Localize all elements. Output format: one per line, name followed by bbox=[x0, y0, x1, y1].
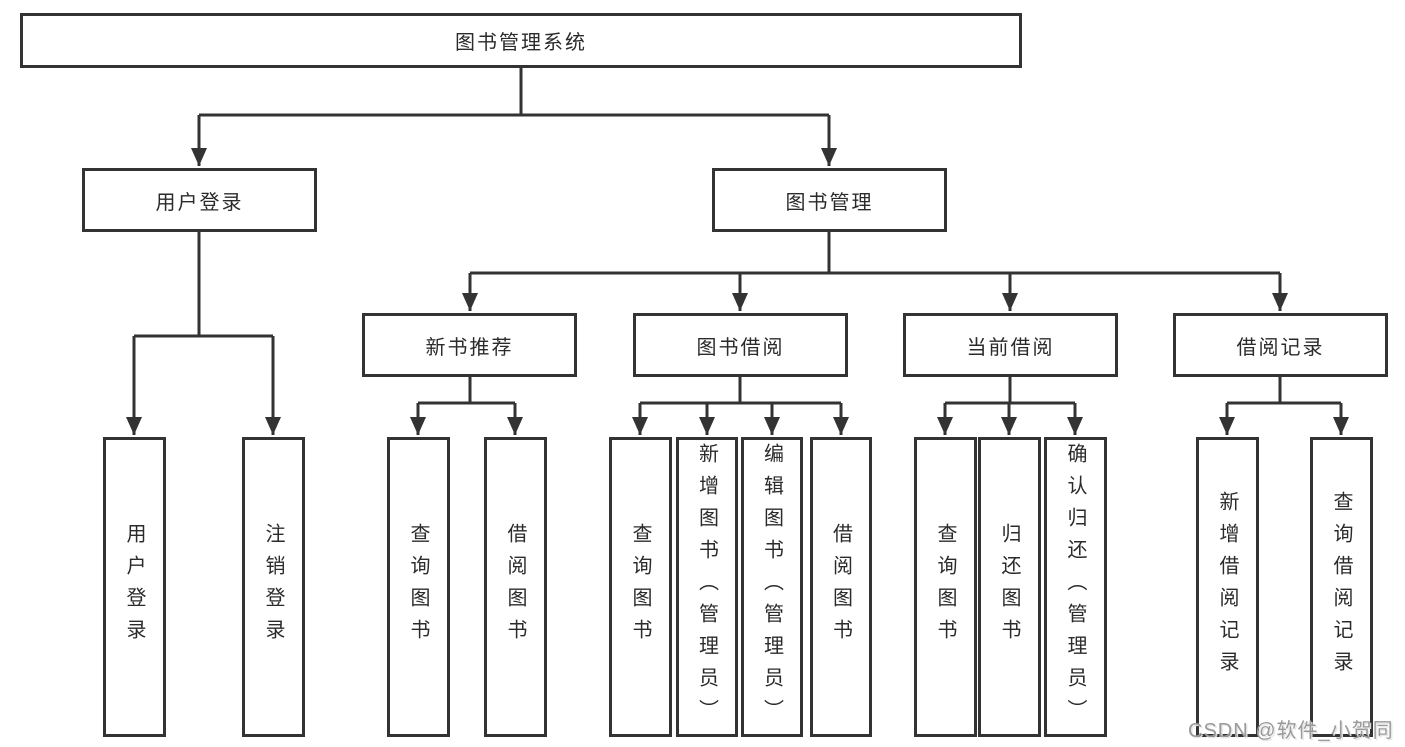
leaf-borrow-book-recommend: 借阅图书 bbox=[484, 437, 547, 737]
node-book-management: 图书管理 bbox=[712, 168, 947, 232]
node-borrow-record: 借阅记录 bbox=[1173, 313, 1388, 377]
leaf-user-login: 用户登录 bbox=[103, 437, 166, 737]
leaf-add-book-admin: 新增图书（管理员） bbox=[676, 437, 738, 737]
leaf-return-book: 归还图书 bbox=[978, 437, 1041, 737]
leaf-confirm-return-admin: 确认归还（管理员） bbox=[1044, 437, 1107, 737]
node-root-system: 图书管理系统 bbox=[20, 13, 1022, 68]
node-current-borrow: 当前借阅 bbox=[903, 313, 1118, 377]
csdn-watermark: CSDN @软件_小贺同学 bbox=[1188, 720, 1394, 742]
node-new-book-recommend: 新书推荐 bbox=[362, 313, 577, 377]
leaf-logout: 注销登录 bbox=[242, 437, 305, 737]
leaf-query-book-borrow: 查询图书 bbox=[609, 437, 672, 737]
leaf-borrow-book: 借阅图书 bbox=[810, 437, 872, 737]
leaf-query-borrow-record: 查询借阅记录 bbox=[1310, 437, 1373, 737]
connector-segments bbox=[134, 68, 1341, 405]
leaf-query-book-recommend: 查询图书 bbox=[387, 437, 450, 737]
leaf-query-book-current: 查询图书 bbox=[914, 437, 977, 737]
leaf-add-borrow-record: 新增借阅记录 bbox=[1196, 437, 1259, 737]
leaf-edit-book-admin: 编辑图书（管理员） bbox=[741, 437, 803, 737]
node-user-login: 用户登录 bbox=[82, 168, 317, 232]
node-book-borrow: 图书借阅 bbox=[633, 313, 848, 377]
